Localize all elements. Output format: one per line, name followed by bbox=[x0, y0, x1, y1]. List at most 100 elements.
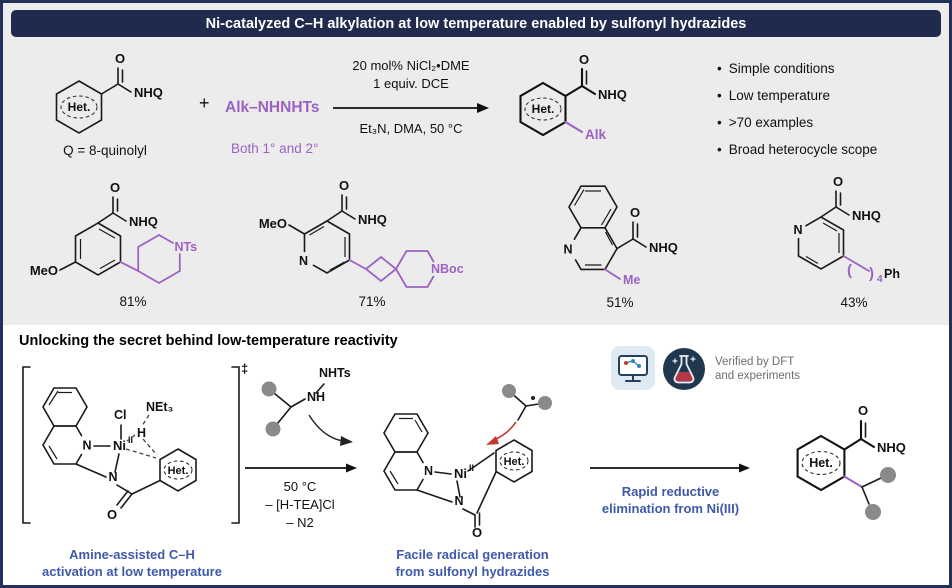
radical-dot bbox=[531, 396, 535, 400]
bullet-glyph: • bbox=[717, 88, 722, 103]
benzo-ring bbox=[568, 185, 618, 229]
example-1-structure: O NHQ MeO NTs bbox=[30, 180, 198, 285]
conditions-below: Et₃N, DMA, 50 °C bbox=[359, 121, 463, 136]
mid-caption-line2: from sulfonyl hydrazides bbox=[395, 564, 550, 579]
oxygen-label: O bbox=[107, 507, 117, 522]
nhq-label: NHQ bbox=[358, 212, 387, 227]
triethylamine-label: NEt₃ bbox=[146, 400, 174, 414]
arrow2-label: Rapid reductive elimination from Ni(III) bbox=[578, 483, 763, 517]
ring-n-label: N bbox=[563, 243, 572, 257]
reagent-label: Alk–NHNHTs bbox=[225, 99, 320, 116]
nhq-label: NHQ bbox=[877, 440, 906, 455]
curved-addition-arrow bbox=[308, 414, 344, 442]
yield-1: 81% bbox=[119, 294, 147, 309]
pyridine-ring bbox=[797, 216, 845, 270]
mid-caption-line1: Facile radical generation bbox=[396, 547, 549, 562]
het-aryl-ring bbox=[159, 448, 197, 492]
spiro-piperidine-ring bbox=[395, 250, 435, 288]
ph-label: Ph bbox=[884, 267, 900, 281]
example-3-structure: N O NHQ Me bbox=[563, 185, 678, 287]
nhq-label: NHQ bbox=[134, 85, 163, 100]
transition-state-structure: ‡ N Ni II Cl NEt₃ H N O Het. bbox=[22, 361, 248, 524]
yield-3: 51% bbox=[606, 295, 634, 310]
mechanism-arrow-2 bbox=[590, 463, 750, 473]
alkyl-ball bbox=[265, 421, 281, 437]
highlight-item: • Low temperature bbox=[717, 88, 877, 103]
ts-caption-line1: Amine-assisted C–H bbox=[69, 547, 195, 562]
conditions-above-1: 20 mol% NiCl₂•DME bbox=[352, 58, 470, 73]
het-label: Het. bbox=[504, 456, 525, 468]
example-2-structure: N MeO O NHQ NBoc bbox=[259, 178, 464, 288]
nts-label: NTs bbox=[175, 240, 198, 254]
yield-2: 71% bbox=[358, 294, 386, 309]
bullet-glyph: • bbox=[717, 61, 722, 76]
het-label: Het. bbox=[168, 465, 189, 477]
radical-arrowhead bbox=[486, 436, 499, 445]
mid-caption: Facile radical generation from sulfonyl … bbox=[355, 546, 590, 580]
amide-n-label: N bbox=[108, 470, 117, 484]
alkyl-ball bbox=[502, 384, 516, 398]
benzene-ring bbox=[74, 222, 122, 276]
cyclobutane-ring bbox=[364, 255, 398, 283]
double-dagger: ‡ bbox=[241, 361, 248, 376]
yield-4: 43% bbox=[840, 295, 868, 310]
bullet-glyph: • bbox=[717, 115, 722, 130]
plus-sign: + bbox=[199, 93, 210, 113]
highlight-text: Broad heterocycle scope bbox=[728, 142, 878, 157]
nhq-label: NHQ bbox=[129, 214, 158, 229]
nhq-label: NHQ bbox=[649, 240, 678, 255]
figure-title: Ni-catalyzed C–H alkylation at low tempe… bbox=[205, 15, 747, 32]
dft-monitor-icon bbox=[611, 346, 655, 390]
alk-label: Alk bbox=[585, 127, 607, 142]
piperidine-ring bbox=[137, 234, 181, 285]
highlight-item: • >70 examples bbox=[717, 115, 877, 130]
highlight-item: •Broad heterocycle scope bbox=[717, 142, 877, 157]
q-definition: Q = 8-quinolyl bbox=[63, 143, 147, 158]
alkyl-ball bbox=[880, 467, 896, 483]
paren-close: ) bbox=[869, 265, 874, 282]
ts-caption: Amine-assisted C–H activation at low tem… bbox=[9, 546, 255, 580]
ring-n-label: N bbox=[299, 254, 308, 268]
meo-label: MeO bbox=[259, 216, 287, 231]
arrow1-condition-2: – [H-TEA]Cl bbox=[265, 497, 335, 512]
paren-open: ( bbox=[847, 262, 852, 279]
oxygen-label: O bbox=[579, 52, 589, 67]
verified-note: Verified by DFT and experiments bbox=[715, 355, 865, 383]
quinoline-n-label: N bbox=[424, 464, 433, 478]
quinoline-pyridine-ring bbox=[383, 451, 424, 491]
oxygen-label: O bbox=[472, 525, 482, 540]
reagent-note: Both 1° and 2° bbox=[231, 141, 319, 156]
quinoline-benzo-ring bbox=[383, 413, 429, 453]
nickel-label: Ni bbox=[454, 466, 467, 481]
quinoline-benzo-ring bbox=[42, 387, 88, 427]
verified-line2: and experiments bbox=[715, 370, 801, 382]
het-label: Het. bbox=[532, 102, 555, 116]
quinoline-pyridine-ring bbox=[42, 425, 83, 465]
oxygen-label: O bbox=[858, 403, 868, 418]
example-4-structure: N O NHQ ( ) 4 Ph bbox=[793, 175, 900, 285]
curved-arrowhead bbox=[340, 436, 353, 446]
highlight-text: Low temperature bbox=[728, 88, 831, 103]
chain-subscript: 4 bbox=[877, 274, 883, 285]
nickel-label: Ni bbox=[113, 438, 126, 453]
het-oval bbox=[60, 95, 98, 119]
radical-complex-structure: N Ni II N O Het. bbox=[383, 384, 552, 540]
product-structure: Het. O NHQ Alk bbox=[519, 52, 627, 142]
oxygen-label: O bbox=[339, 178, 349, 193]
quinoline-n-label: N bbox=[82, 439, 91, 453]
oxygen-label: O bbox=[115, 51, 125, 66]
verified-line1: Verified by DFT bbox=[715, 356, 795, 368]
highlight-text: Simple conditions bbox=[728, 61, 835, 76]
alkyl-ball bbox=[538, 396, 552, 410]
title-bar: Ni-catalyzed C–H alkylation at low tempe… bbox=[11, 10, 941, 37]
me-label: Me bbox=[623, 273, 640, 287]
highlight-text: >70 examples bbox=[728, 115, 814, 130]
highlights-list: • Simple conditions • Low temperature • >70… bbox=[717, 61, 877, 169]
chloride-label: Cl bbox=[114, 408, 127, 422]
mechanism-heading: Unlocking the secret behind low-temperat… bbox=[19, 333, 398, 349]
conditions-above-2: 1 equiv. DCE bbox=[373, 76, 449, 91]
het-label: Het. bbox=[68, 100, 91, 114]
nboc-label: NBoc bbox=[431, 262, 464, 276]
arrow2-label-line2: elimination from Ni(III) bbox=[601, 501, 740, 516]
